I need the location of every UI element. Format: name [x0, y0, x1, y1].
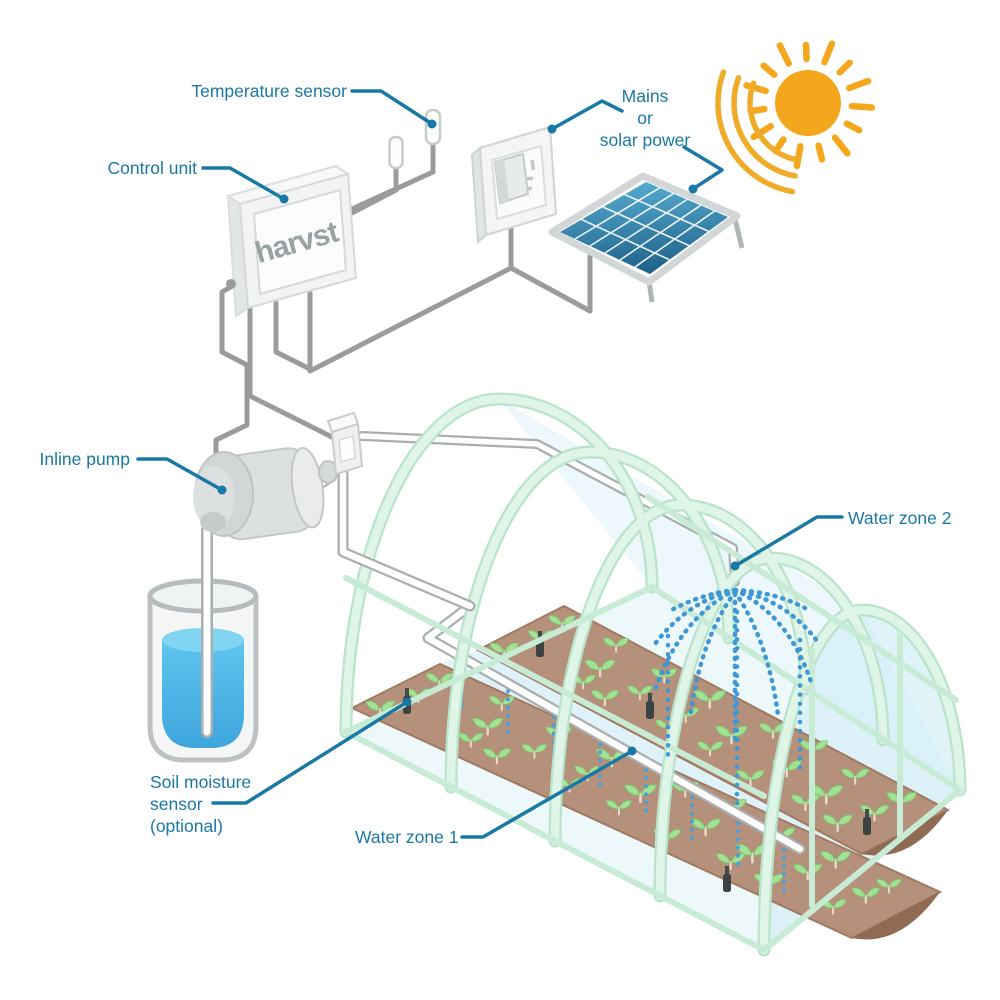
- label-soil-moisture-line2: sensor: [150, 794, 203, 814]
- sprinkler-spray: [649, 587, 823, 809]
- label-water-zone-2: Water zone 2: [848, 508, 951, 528]
- greenhouse-rails: [343, 494, 963, 953]
- power-plug: [493, 152, 530, 205]
- sun-icon: [715, 40, 876, 195]
- water-zone-1-pipe: [422, 600, 806, 855]
- label-water-zone-1: Water zone 1: [355, 827, 458, 847]
- inline-pump-device: [193, 447, 337, 541]
- temperature-sensor-probe-small: [388, 135, 404, 170]
- control-unit-box: harvst: [225, 164, 358, 318]
- sun-heat-arcs: [715, 69, 801, 195]
- temperature-sensor-probes: [388, 108, 442, 170]
- greenhouse: [337, 392, 967, 957]
- solar-panel: [548, 172, 745, 303]
- supply-pipe-entrance: [337, 468, 476, 612]
- labels: Temperature sensor Control unit Mains or…: [40, 81, 952, 847]
- label-power-line1: Mains: [622, 86, 669, 106]
- label-power-line3: solar power: [600, 130, 691, 150]
- leader-lines: [136, 89, 844, 839]
- label-control-unit: Control unit: [108, 158, 198, 178]
- label-soil-moisture-line3: (optional): [150, 816, 223, 836]
- solar-panel-grid: [574, 187, 715, 268]
- label-soil-moisture-line1: Soil moisture: [150, 772, 251, 792]
- valve-box: [318, 411, 364, 484]
- power-socket: [470, 125, 558, 245]
- label-inline-pump: Inline pump: [40, 449, 130, 469]
- water-tank: [147, 512, 259, 763]
- label-power-line2: or: [637, 108, 653, 128]
- label-temperature-sensor: Temperature sensor: [191, 81, 347, 101]
